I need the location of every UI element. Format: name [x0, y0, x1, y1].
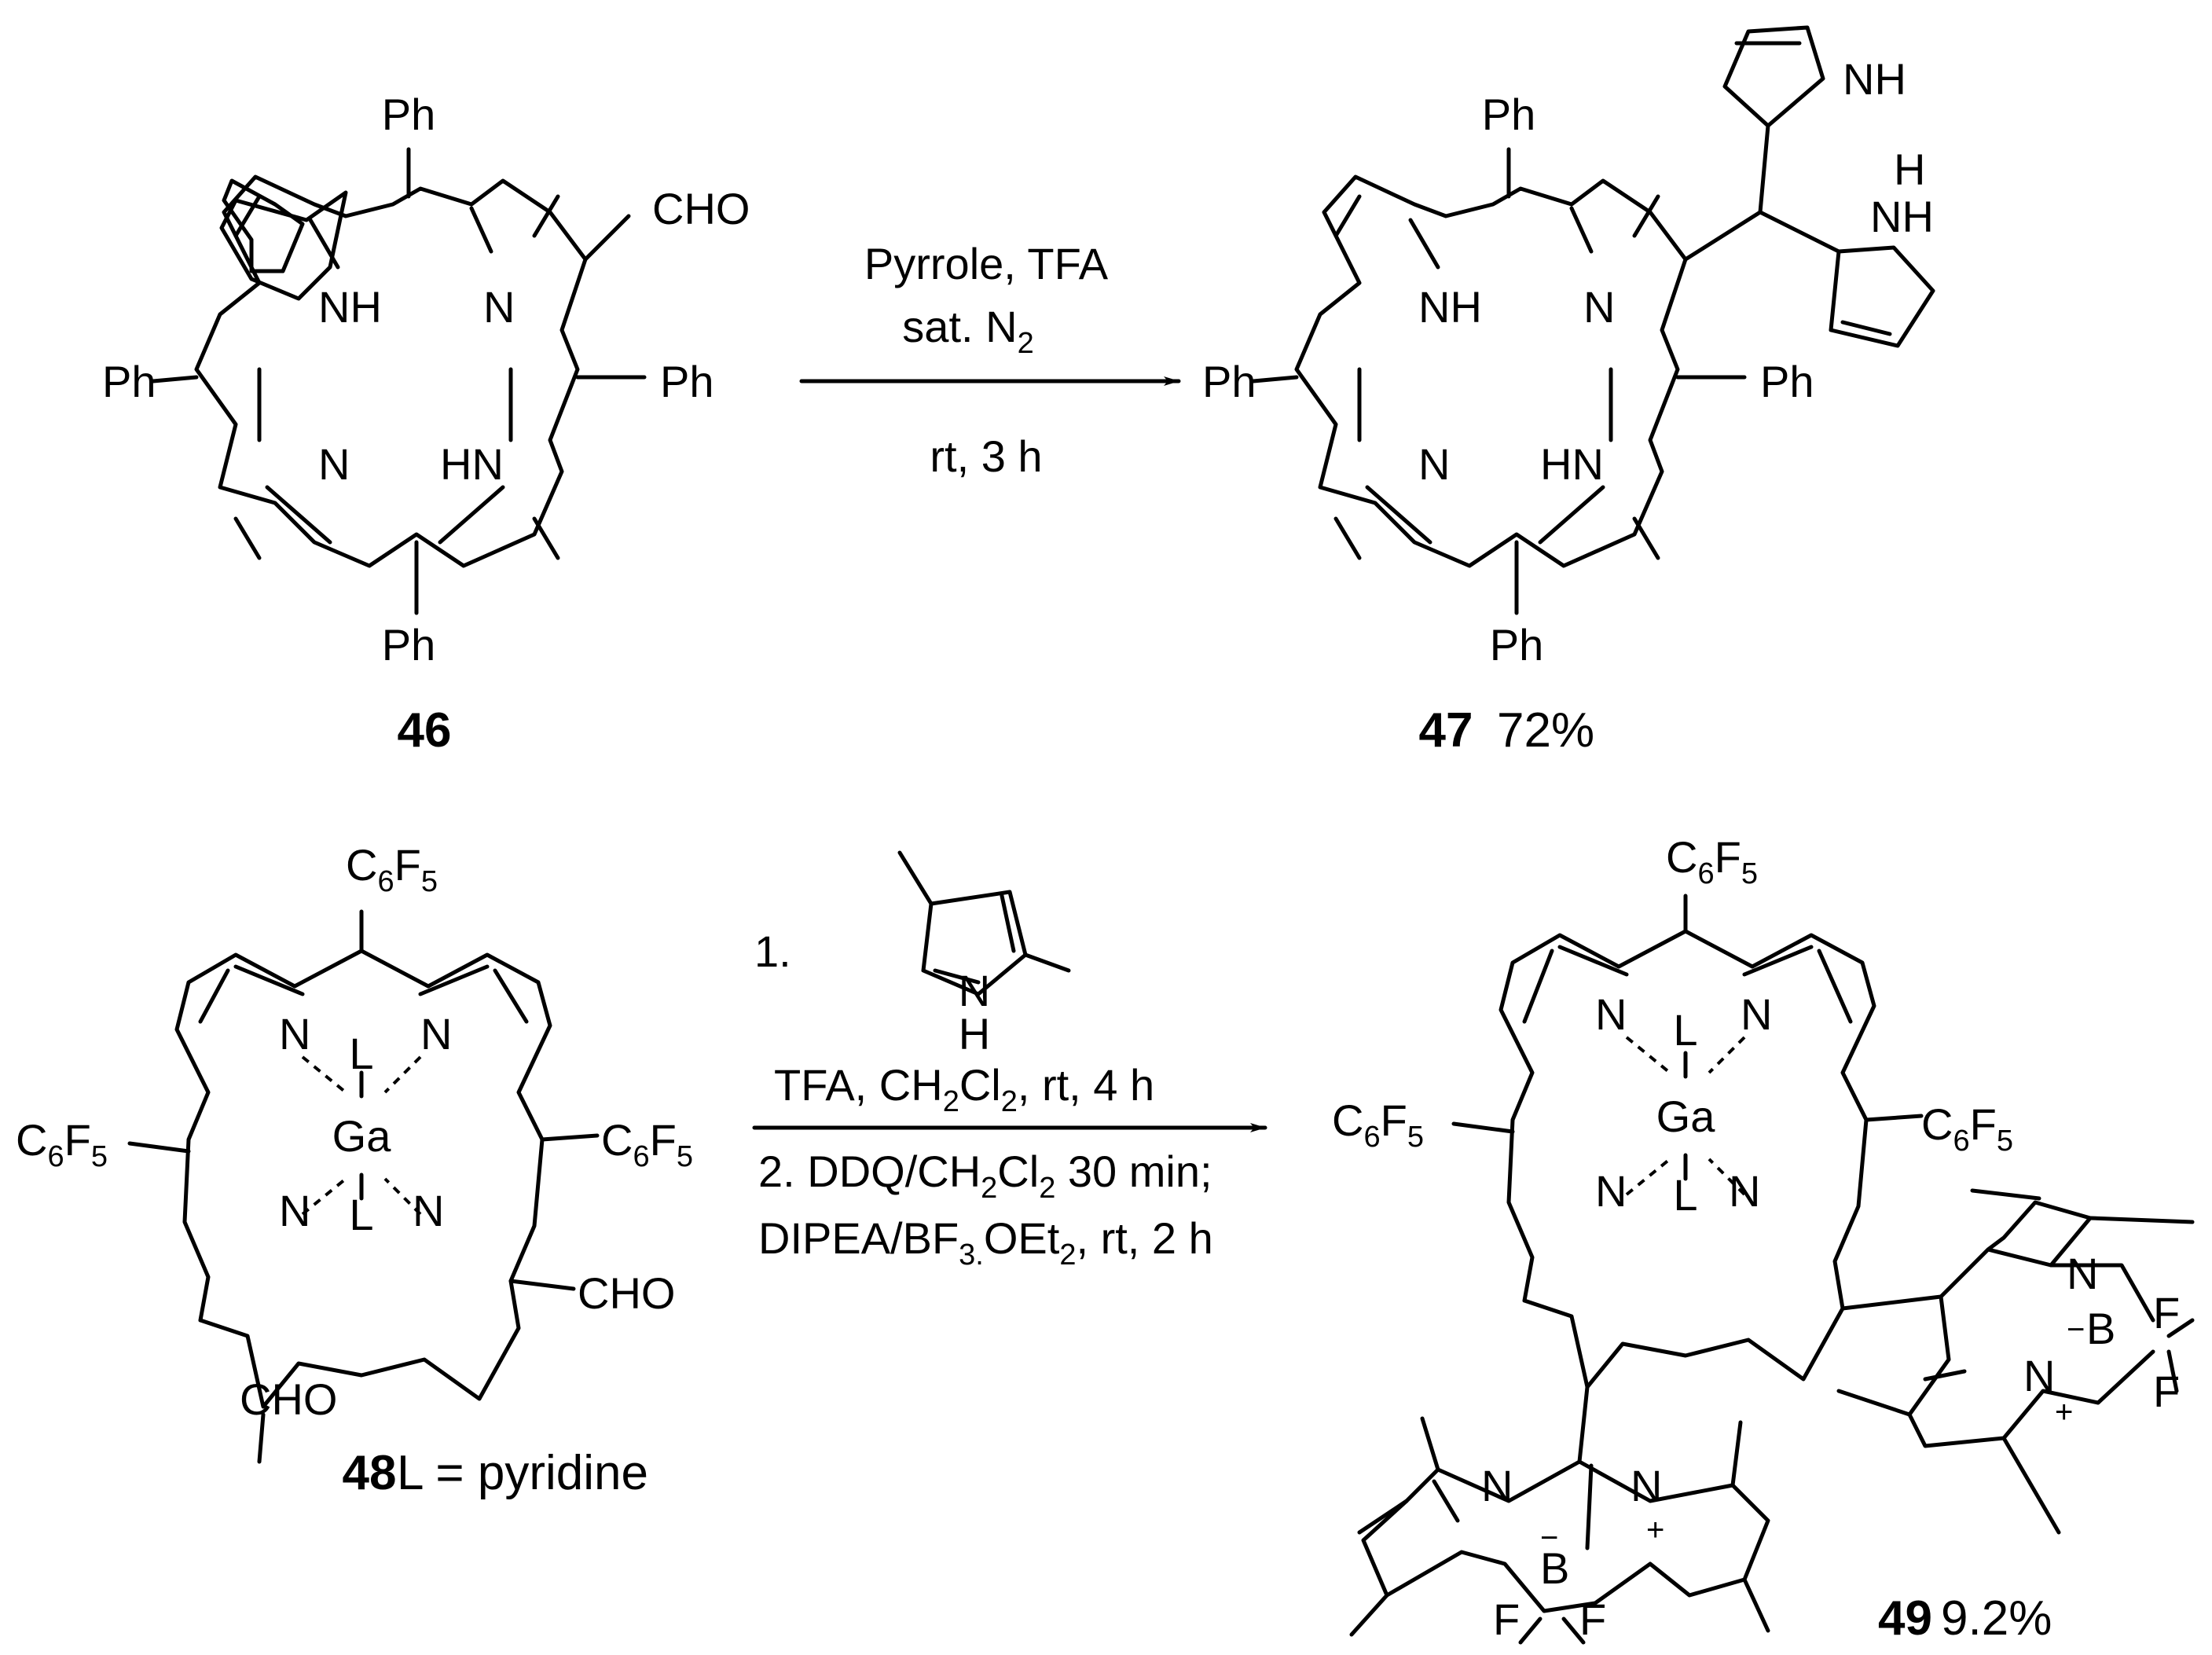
compound-49-yield: 9.2%: [1941, 1591, 2052, 1646]
48-cho-bottom: CHO: [240, 1374, 337, 1424]
top-conditions-line3: rt, 3 h: [930, 431, 1042, 481]
48-l-upper: L: [349, 1029, 373, 1078]
compound-49-structure: [1349, 894, 2195, 1645]
48-n-ll: N: [279, 1186, 310, 1235]
46-ph-top: Ph: [382, 90, 436, 139]
compound-48-label: 48: [343, 1446, 397, 1500]
46-ph-right: Ph: [660, 357, 714, 406]
48-n-ur: N: [420, 1009, 452, 1059]
46-n-lower: N: [318, 439, 350, 489]
49-lower-f-right: F: [1579, 1594, 1606, 1644]
46-nh: NH: [318, 282, 382, 332]
49-ga: Ga: [1656, 1092, 1716, 1141]
48-l-lower: L: [349, 1190, 373, 1239]
49-right-n-lower: N: [2023, 1351, 2055, 1400]
46-cho: CHO: [652, 184, 750, 233]
49-right-minus: −: [2067, 1312, 2085, 1347]
48-cho-right: CHO: [578, 1268, 675, 1318]
49-lower-n-left: N: [1481, 1461, 1513, 1510]
49-lower-f-left: F: [1493, 1594, 1520, 1644]
49-l-lower: L: [1673, 1170, 1697, 1220]
46-ph-bottom: Ph: [382, 620, 436, 670]
49-right-b: B: [2086, 1304, 2115, 1353]
49-right-f-lower: F: [2153, 1367, 2180, 1416]
49-n-ur: N: [1741, 989, 1772, 1039]
reagent-pyrrole-n: N: [959, 966, 990, 1015]
47-ph-bottom: Ph: [1490, 620, 1544, 670]
compound-46-label: 46: [398, 703, 452, 758]
49-n-ul: N: [1595, 989, 1627, 1039]
compound-48-ligand-note: L = pyridine: [397, 1446, 648, 1500]
49-l-upper: L: [1673, 1005, 1697, 1055]
49-right-f-upper: F: [2153, 1288, 2180, 1338]
48-n-ul: N: [279, 1009, 310, 1059]
47-ph-right: Ph: [1760, 357, 1814, 406]
compound-49-label: 49: [1878, 1591, 1932, 1646]
bottom-conditions-line-dipea: DIPEA/BF3.OEt2, rt, 2 h: [758, 1213, 1213, 1272]
compound-47-label: 47: [1419, 703, 1473, 758]
48-c6f5-top: C6F5: [346, 840, 438, 898]
top-conditions-line2: sat. N2: [902, 302, 1033, 360]
47-pyrrole-h: H: [1894, 145, 1925, 194]
48-n-lr: N: [413, 1186, 444, 1235]
reagent-2,4-dimethylpyrrole: [897, 850, 1071, 996]
reagent-pyrrole-h: H: [959, 1009, 990, 1059]
47-n-lower: N: [1418, 439, 1450, 489]
47-ph-left: Ph: [1202, 357, 1256, 406]
49-c6f5-right: C6F5: [1921, 1099, 2013, 1158]
compound-48-structure: [127, 909, 600, 1464]
49-n-ll: N: [1595, 1166, 1627, 1216]
top-conditions-line1: Pyrrole, TFA: [864, 239, 1109, 288]
47-nh: NH: [1418, 282, 1482, 332]
49-n-lr: N: [1729, 1166, 1760, 1216]
bottom-conditions-line-ddq: 2. DDQ/CH2Cl2 30 min;: [758, 1147, 1212, 1205]
49-lower-b: B: [1540, 1543, 1569, 1593]
48-c6f5-left: C6F5: [16, 1115, 108, 1173]
48-c6f5-right: C6F5: [601, 1115, 693, 1173]
compound-47-structure: [1251, 25, 1935, 615]
47-pyrrole-nh-upper: NH: [1843, 54, 1906, 104]
47-ph-top: Ph: [1482, 90, 1536, 139]
46-hn: HN: [440, 439, 504, 489]
49-c6f5-left: C6F5: [1332, 1095, 1424, 1154]
49-right-plus: +: [2055, 1395, 2073, 1429]
bottom-step1-number: 1.: [754, 927, 791, 976]
47-hn: HN: [1540, 439, 1604, 489]
compound-47-yield: 72%: [1497, 703, 1594, 758]
compound-46-structure: [151, 147, 647, 615]
bottom-conditions-line-tfa: TFA, CH2Cl2, rt, 4 h: [774, 1060, 1154, 1118]
49-lower-n-right: N: [1631, 1461, 1662, 1510]
47-pyrrole-nh-lower: NH: [1870, 192, 1934, 241]
49-right-n-upper: N: [2067, 1249, 2098, 1298]
49-lower-minus: −: [1540, 1521, 1558, 1555]
46-n-upper: N: [483, 282, 515, 332]
47-n-upper: N: [1583, 282, 1615, 332]
48-ga: Ga: [332, 1111, 392, 1161]
49-c6f5-top: C6F5: [1666, 832, 1758, 890]
46-ph-left: Ph: [102, 357, 156, 406]
49-lower-plus: +: [1646, 1513, 1664, 1547]
